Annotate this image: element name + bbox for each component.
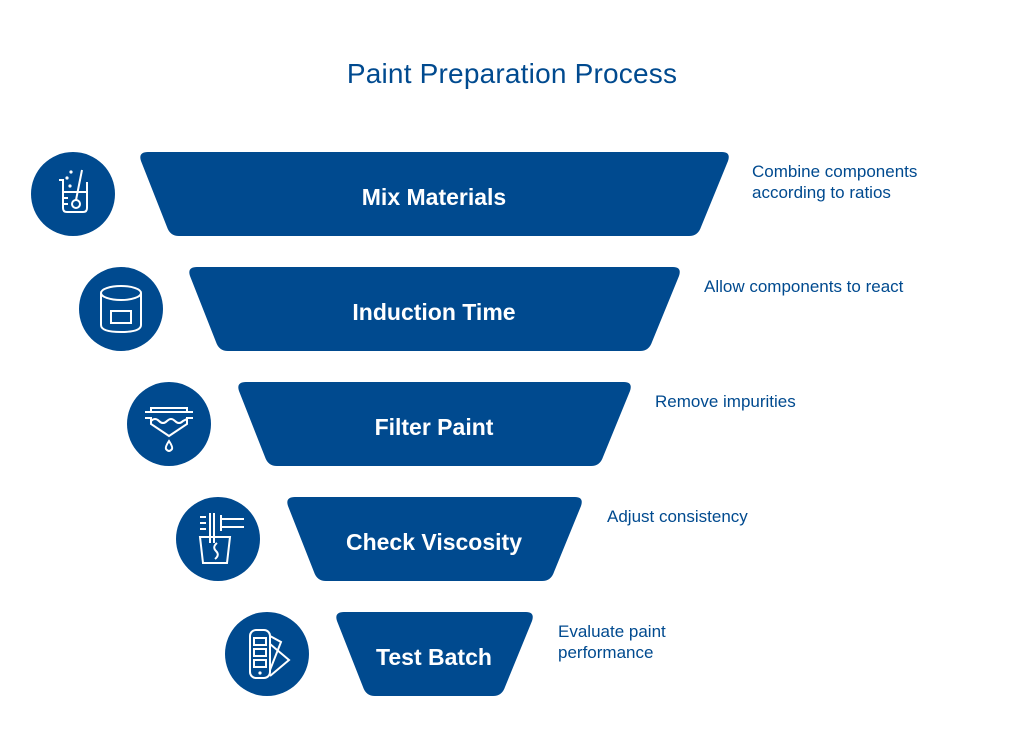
step-description: Combine components according to ratios [752, 162, 918, 202]
funnel-band [238, 382, 631, 466]
step-label: Filter Paint [375, 414, 494, 440]
funnel-step-induction-time: Induction Time [189, 267, 680, 351]
step-description: Adjust consistency [607, 507, 748, 526]
funnel-band [287, 497, 582, 581]
beaker-stir-icon [31, 152, 115, 236]
funnel-step-mix-materials: Mix Materials [140, 152, 729, 236]
funnel-band [336, 612, 533, 696]
page-title: Paint Preparation Process [346, 58, 678, 89]
color-swatch-icon [225, 612, 309, 696]
strainer-drip-icon [127, 382, 211, 466]
funnel-step-test-batch: Test Batch [336, 612, 533, 696]
funnel-step-filter-paint: Filter Paint [238, 382, 631, 466]
step-label: Mix Materials [362, 184, 506, 210]
funnel-band [189, 267, 680, 351]
funnel-step-check-viscosity: Check Viscosity [287, 497, 582, 581]
funnel-band [140, 152, 729, 236]
step-label: Test Batch [376, 644, 492, 670]
paint-can-icon [79, 267, 163, 351]
step-description: Allow components to react [704, 277, 904, 296]
viscosity-cup-icon [176, 497, 260, 581]
step-description: Remove impurities [655, 392, 796, 411]
step-label: Check Viscosity [346, 529, 522, 555]
step-label: Induction Time [352, 299, 515, 325]
step-description: Evaluate paint performance [558, 622, 666, 662]
